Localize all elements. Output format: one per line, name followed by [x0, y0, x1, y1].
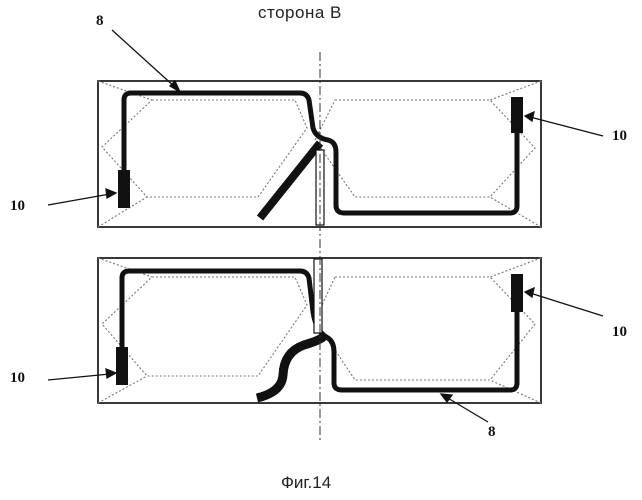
bottom-bridge-strip	[257, 336, 324, 398]
label-wire-bottom: 8	[488, 424, 496, 441]
bottom-left-contact-pad	[116, 347, 128, 385]
top-bridge-strip	[260, 143, 320, 218]
label-pad-bottom-left: 10	[10, 370, 25, 387]
leader-lines	[48, 30, 603, 422]
bottom-center-bar	[314, 259, 322, 333]
label-wire-top: 8	[96, 13, 104, 30]
bottom-right-contact-pad	[511, 274, 523, 312]
top-right-contact-pad	[511, 97, 523, 133]
top-left-contact-pad	[118, 170, 130, 208]
top-right-lens-contour	[315, 100, 535, 197]
label-pad-top-right: 10	[612, 128, 627, 145]
bottom-left-lens-contour	[102, 277, 307, 376]
bottom-right-lens-contour	[315, 277, 535, 380]
figure-caption: Фиг.14	[281, 473, 331, 493]
label-pad-top-left: 10	[10, 198, 25, 215]
label-pad-bottom-right: 10	[612, 324, 627, 341]
top-left-lens-contour	[102, 100, 307, 197]
